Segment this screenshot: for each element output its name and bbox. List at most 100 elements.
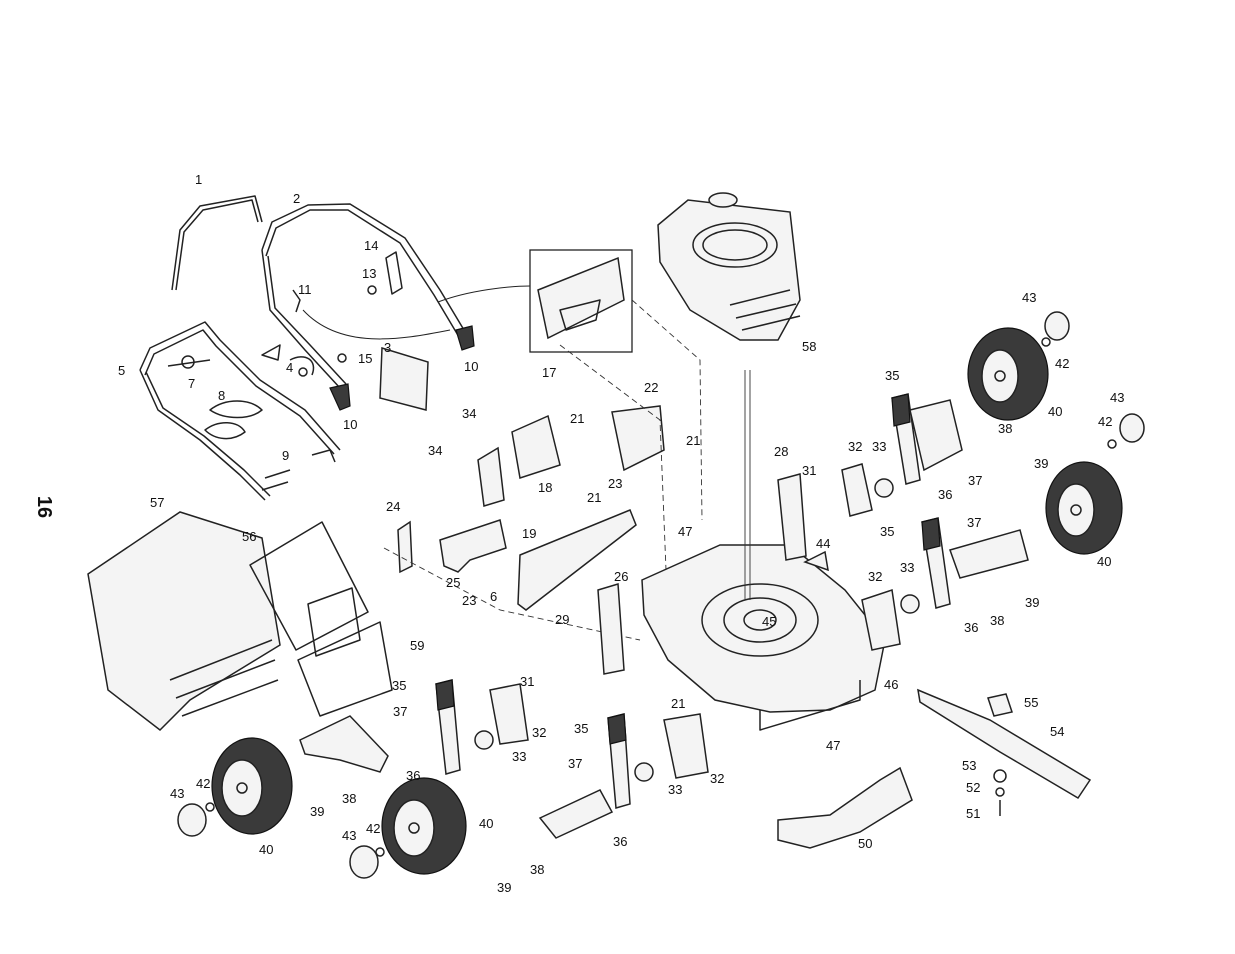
callout-25: 25 bbox=[446, 575, 460, 590]
callout-43a: 43 bbox=[1022, 290, 1036, 305]
part-control-box bbox=[530, 250, 632, 352]
callout-10a: 10 bbox=[343, 417, 357, 432]
callout-34a: 34 bbox=[462, 406, 476, 421]
callout-35b: 35 bbox=[880, 524, 894, 539]
part-rear-wheel-right bbox=[382, 778, 466, 874]
callout-11: 11 bbox=[298, 282, 312, 297]
callout-8: 8 bbox=[218, 388, 225, 403]
callout-13: 13 bbox=[362, 266, 376, 281]
callout-42a: 42 bbox=[1055, 356, 1069, 371]
part-bracket-plate bbox=[478, 448, 504, 506]
callout-50: 50 bbox=[858, 836, 872, 851]
callout-32c: 32 bbox=[532, 725, 546, 740]
part-cover-plate bbox=[612, 406, 664, 470]
callout-55: 55 bbox=[1024, 695, 1038, 710]
callout-43d: 43 bbox=[342, 828, 356, 843]
callout-23a: 23 bbox=[608, 476, 622, 491]
callout-9: 9 bbox=[282, 448, 289, 463]
part-front-wheel-lower bbox=[1046, 462, 1122, 554]
callout-38d: 38 bbox=[530, 862, 544, 877]
callout-54: 54 bbox=[1050, 724, 1064, 739]
callout-21c: 21 bbox=[587, 490, 601, 505]
part-lever-arm bbox=[440, 520, 506, 572]
callout-40b: 40 bbox=[1097, 554, 1111, 569]
callout-31a: 31 bbox=[802, 463, 816, 478]
callout-43c: 43 bbox=[170, 786, 184, 801]
callout-37b: 37 bbox=[967, 515, 981, 530]
callout-21d: 21 bbox=[671, 696, 685, 711]
callout-33a: 33 bbox=[872, 439, 886, 454]
callout-42b: 42 bbox=[1098, 414, 1112, 429]
callout-40c: 40 bbox=[259, 842, 273, 857]
callout-36c: 36 bbox=[406, 768, 420, 783]
callout-14: 14 bbox=[364, 238, 378, 253]
callout-2: 2 bbox=[293, 191, 300, 206]
part-front-wheel-upper bbox=[968, 328, 1048, 420]
callout-37d: 37 bbox=[568, 756, 582, 771]
callout-39d: 39 bbox=[497, 880, 511, 895]
callout-32a: 32 bbox=[848, 439, 862, 454]
callout-34b: 34 bbox=[428, 443, 442, 458]
callout-47b: 47 bbox=[826, 738, 840, 753]
callout-47a: 47 bbox=[678, 524, 692, 539]
callout-32d: 32 bbox=[710, 771, 724, 786]
callout-42c: 42 bbox=[196, 776, 210, 791]
callout-33c: 33 bbox=[512, 749, 526, 764]
callout-21a: 21 bbox=[570, 411, 584, 426]
callout-15: 15 bbox=[358, 351, 372, 366]
part-grass-bag bbox=[88, 512, 280, 730]
callout-38a: 38 bbox=[998, 421, 1012, 436]
callout-42d: 42 bbox=[366, 821, 380, 836]
callout-6: 6 bbox=[490, 589, 497, 604]
callout-38b: 38 bbox=[990, 613, 1004, 628]
part-mower-deck bbox=[642, 370, 885, 730]
part-blade bbox=[918, 690, 1090, 816]
callout-18: 18 bbox=[538, 480, 552, 495]
callout-21b: 21 bbox=[686, 433, 700, 448]
callout-37a: 37 bbox=[968, 473, 982, 488]
callout-37c: 37 bbox=[393, 704, 407, 719]
callout-23b: 23 bbox=[462, 593, 476, 608]
part-rear-bracket bbox=[512, 416, 560, 478]
callout-56: 56 bbox=[242, 529, 256, 544]
callout-28: 28 bbox=[774, 444, 788, 459]
callout-22: 22 bbox=[644, 380, 658, 395]
callout-45: 45 bbox=[762, 614, 776, 629]
callout-3: 3 bbox=[384, 340, 391, 355]
part-flap bbox=[380, 348, 428, 410]
callout-31b: 31 bbox=[520, 674, 534, 689]
callout-43b: 43 bbox=[1110, 390, 1124, 405]
callout-7: 7 bbox=[188, 376, 195, 391]
callout-26: 26 bbox=[614, 569, 628, 584]
callout-52: 52 bbox=[966, 780, 980, 795]
callout-17: 17 bbox=[542, 365, 556, 380]
callout-4: 4 bbox=[286, 360, 293, 375]
part-engine bbox=[658, 193, 800, 340]
part-upper-handle bbox=[172, 196, 262, 290]
part-side-bracket bbox=[398, 522, 412, 572]
part-rear-wheel-left bbox=[212, 738, 292, 834]
part-deflector bbox=[778, 768, 912, 848]
callout-39c: 39 bbox=[310, 804, 324, 819]
callout-10b: 10 bbox=[464, 359, 478, 374]
callout-53: 53 bbox=[962, 758, 976, 773]
callout-36b: 36 bbox=[964, 620, 978, 635]
callout-5: 5 bbox=[118, 363, 125, 378]
callout-51: 51 bbox=[966, 806, 980, 821]
callout-24: 24 bbox=[386, 499, 400, 514]
callout-36a: 36 bbox=[938, 487, 952, 502]
callout-33d: 33 bbox=[668, 782, 682, 797]
callout-32b: 32 bbox=[868, 569, 882, 584]
callout-57: 57 bbox=[150, 495, 164, 510]
callout-35a: 35 bbox=[885, 368, 899, 383]
callout-33b: 33 bbox=[900, 560, 914, 575]
callout-46: 46 bbox=[884, 677, 898, 692]
callout-58: 58 bbox=[802, 339, 816, 354]
callout-1: 1 bbox=[195, 172, 202, 187]
callout-39a: 39 bbox=[1034, 456, 1048, 471]
callout-19: 19 bbox=[522, 526, 536, 541]
callout-29: 29 bbox=[555, 612, 569, 627]
callout-36d: 36 bbox=[613, 834, 627, 849]
callout-40a: 40 bbox=[1048, 404, 1062, 419]
